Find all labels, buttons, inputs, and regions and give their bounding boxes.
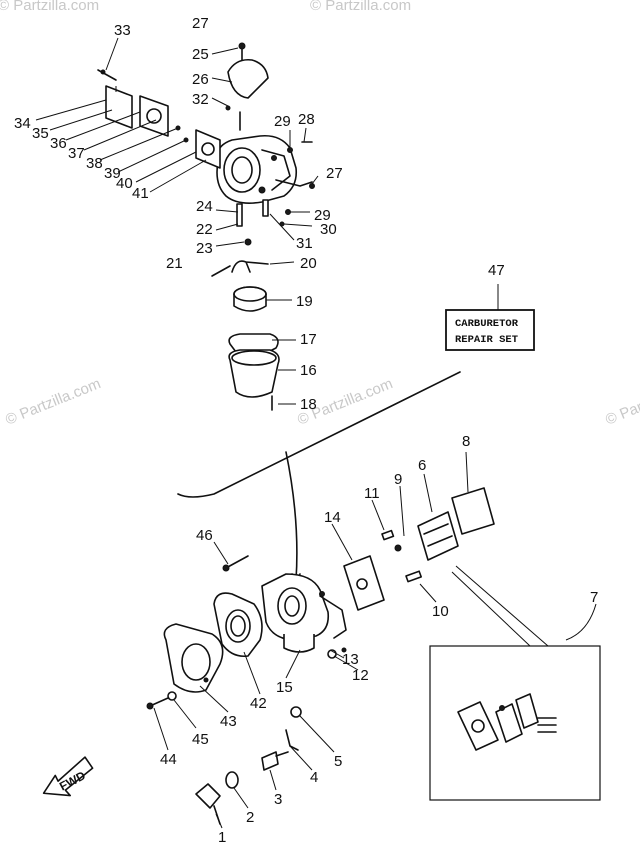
label-34: 34 xyxy=(14,115,31,132)
hood-outline-line xyxy=(177,371,461,498)
upper-carburetor-assembly xyxy=(97,42,315,411)
lower-leader-lines xyxy=(153,451,469,829)
fwd-arrow: FWD xyxy=(42,756,94,797)
part-1-knob xyxy=(195,783,221,809)
part-14-gasket xyxy=(343,555,385,611)
label-30: 30 xyxy=(320,221,337,238)
gasket-plate xyxy=(195,129,221,169)
label-29b: 29 xyxy=(314,207,331,224)
label-44: 44 xyxy=(160,751,177,768)
inset-7-reed-detail xyxy=(429,565,601,801)
lower-carburetor-assembly xyxy=(146,487,495,825)
label-40: 40 xyxy=(116,175,133,192)
label-45: 45 xyxy=(192,731,209,748)
label-7: 7 xyxy=(590,589,598,606)
label-23: 23 xyxy=(196,240,213,257)
part-43-silencer xyxy=(163,623,224,693)
label-22: 22 xyxy=(196,221,213,238)
label-6: 6 xyxy=(418,457,426,474)
label-35: 35 xyxy=(32,125,49,142)
label-16: 16 xyxy=(300,362,317,379)
label-47: 47 xyxy=(488,262,505,279)
label-20: 20 xyxy=(300,255,317,272)
callout-line-2: REPAIR SET xyxy=(455,334,518,346)
label-5: 5 xyxy=(334,753,342,770)
label-12: 12 xyxy=(352,667,369,684)
label-4: 4 xyxy=(310,769,318,786)
watermark-top-center: © Partzilla.com xyxy=(310,0,411,14)
reed-plate xyxy=(139,95,169,137)
label-31: 31 xyxy=(296,235,313,252)
callout-line-1: CARBURETOR xyxy=(455,318,519,330)
label-43: 43 xyxy=(220,713,237,730)
label-37: 37 xyxy=(68,145,85,162)
label-17: 17 xyxy=(300,331,317,348)
label-3: 3 xyxy=(274,791,282,808)
label-38: 38 xyxy=(86,155,103,172)
label-39: 39 xyxy=(104,165,121,182)
label-33: 33 xyxy=(114,22,131,39)
label-28: 28 xyxy=(298,111,315,128)
upper-leader-lines xyxy=(35,37,319,405)
label-42: 42 xyxy=(250,695,267,712)
label-27b: 27 xyxy=(326,165,343,182)
label-14: 14 xyxy=(324,509,341,526)
label-25: 25 xyxy=(192,46,209,63)
label-29: 29 xyxy=(274,113,291,130)
part-16-float-bowl xyxy=(228,349,280,398)
part-19-float xyxy=(233,294,267,312)
flange-plate xyxy=(105,85,133,129)
label-1: 1 xyxy=(218,829,226,846)
label-46: 46 xyxy=(196,527,213,544)
part-labels: 33 34 35 36 37 38 39 40 41 27 25 26 32 2… xyxy=(14,15,598,846)
label-11: 11 xyxy=(364,485,380,502)
label-32: 32 xyxy=(192,91,209,108)
label-27: 27 xyxy=(192,15,209,32)
label-36: 36 xyxy=(50,135,67,152)
label-21: 21 xyxy=(166,255,183,272)
lower-carb-body xyxy=(261,573,330,641)
label-41: 41 xyxy=(132,185,149,202)
label-24: 24 xyxy=(196,198,213,215)
label-8: 8 xyxy=(462,433,470,450)
part-3-lever xyxy=(261,751,279,771)
label-13: 13 xyxy=(342,651,359,668)
label-2: 2 xyxy=(246,809,254,826)
watermark-mid-right: © Partzilla.com xyxy=(603,375,640,429)
watermark-mid-left: © Partzilla.com xyxy=(3,375,103,429)
label-18: 18 xyxy=(300,396,317,413)
watermark-top-left: © Partzilla.com xyxy=(0,0,99,14)
label-19: 19 xyxy=(296,293,313,310)
assembly-connector-line xyxy=(285,451,298,581)
part-42-intake xyxy=(213,592,263,658)
label-26: 26 xyxy=(192,71,209,88)
label-9: 9 xyxy=(394,471,402,488)
label-15: 15 xyxy=(276,679,293,696)
part-20-float-arm xyxy=(231,260,269,273)
callout-47-box: CARBURETOR REPAIR SET xyxy=(445,284,535,351)
part-25-cover xyxy=(227,58,269,99)
part-15-bowl xyxy=(283,634,315,653)
part-8-gasket xyxy=(451,487,495,535)
label-10: 10 xyxy=(432,603,449,620)
upper-carb-body xyxy=(216,134,298,204)
